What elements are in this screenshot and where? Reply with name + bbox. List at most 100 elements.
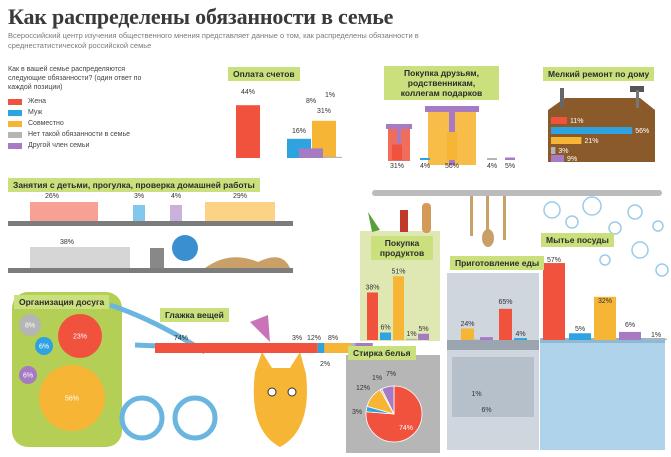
data-label: 1%	[325, 92, 335, 99]
label-repair: Мелкий ремонт по дому	[543, 67, 655, 81]
data-label: 29%	[233, 193, 247, 200]
bar	[447, 132, 457, 160]
bar	[569, 333, 591, 340]
data-label: 12%	[307, 335, 321, 342]
bar	[551, 155, 565, 162]
data-label: 5%	[505, 163, 515, 170]
data-label: 74%	[174, 335, 188, 342]
bar	[299, 148, 323, 158]
bar	[236, 105, 260, 158]
bar	[551, 137, 582, 144]
data-label: 31%	[390, 163, 404, 170]
cat-icon	[253, 352, 307, 447]
data-label: 8%	[25, 323, 35, 330]
data-label: 21%	[584, 138, 598, 145]
data-label: 56%	[445, 163, 459, 170]
label-bills: Оплата счетов	[228, 67, 300, 81]
bar-segment	[317, 343, 325, 353]
legend-label: Другой член семьи	[28, 142, 90, 149]
data-label: 1%	[651, 332, 661, 339]
legend-question: Как в вашей семье распределяются следующ…	[8, 66, 142, 91]
legend-item-husband: Муж	[8, 107, 158, 118]
bar	[619, 331, 641, 340]
legend-item-wife: Жена	[8, 96, 158, 107]
data-label: 1%	[372, 375, 382, 382]
data-label: 16%	[292, 128, 306, 135]
bar	[480, 337, 493, 340]
bar	[461, 328, 474, 340]
bar	[367, 292, 378, 340]
data-label: 56%	[635, 128, 649, 135]
page-title: Как распределены обязанности в семье	[8, 4, 394, 29]
data-label: 74%	[399, 425, 413, 432]
bar	[393, 276, 404, 340]
legend-label: Совместно	[28, 120, 64, 127]
bubble-mark	[39, 365, 105, 431]
bar	[470, 339, 483, 341]
data-label: 2%	[320, 361, 330, 368]
data-label: 32%	[598, 298, 612, 305]
data-label: 6%	[380, 325, 390, 332]
bar	[543, 263, 565, 340]
data-label: 8%	[328, 335, 338, 342]
data-label: 3%	[352, 409, 362, 416]
data-label: 12%	[356, 385, 370, 392]
bubble-mark	[35, 337, 53, 355]
legend-label: Муж	[28, 109, 43, 116]
legend-item-none: Нет такой обязанности в семье	[8, 129, 158, 140]
pie-slice	[381, 385, 395, 415]
legend-label: Жена	[28, 98, 47, 105]
bar	[514, 338, 527, 340]
bar	[406, 338, 417, 340]
cupboard-icon	[540, 340, 665, 450]
rail	[372, 190, 662, 196]
bubbles-icon	[543, 196, 669, 277]
data-label: 5%	[418, 326, 428, 333]
data-label: 38%	[60, 239, 74, 246]
data-label: 7%	[386, 371, 396, 378]
data-label: 6%	[625, 322, 635, 329]
legend-item-other: Другой член семьи	[8, 140, 158, 151]
data-label: 1%	[471, 391, 481, 398]
data-label: 1%	[406, 331, 416, 338]
data-label: 6%	[481, 407, 491, 414]
data-label: 6%	[23, 373, 33, 380]
data-label: 8%	[306, 98, 316, 105]
bar-segment	[155, 343, 318, 353]
data-label: 4%	[171, 193, 181, 200]
label-gifts: Покупка друзьям, родственникам, коллегам…	[384, 66, 499, 100]
data-label: 23%	[73, 334, 87, 341]
books-icon	[30, 202, 290, 268]
data-label: 3%	[558, 148, 568, 155]
stroller-icon	[109, 302, 256, 441]
data-label: 24%	[460, 321, 474, 328]
bar	[551, 117, 567, 124]
bar	[594, 296, 616, 340]
data-label: 4%	[487, 163, 497, 170]
data-label: 5%	[575, 326, 585, 333]
bar	[551, 147, 556, 154]
bubble-mark	[58, 314, 102, 358]
data-label: 38%	[365, 285, 379, 292]
data-label: 56%	[65, 396, 79, 403]
data-label: 4%	[420, 163, 430, 170]
data-label: 6%	[39, 344, 49, 351]
label-dishes: Мытье посуды	[541, 233, 614, 247]
bar-segment	[324, 343, 351, 353]
shelf	[8, 221, 293, 226]
bar	[318, 156, 342, 158]
label-cooking: Приготовление еды	[450, 256, 545, 270]
legend-item-together: Совместно	[8, 118, 158, 129]
label-groceries: Покупка продуктов	[371, 236, 433, 260]
legend: Как в вашей семье распределяются следующ…	[8, 65, 158, 151]
legend-label: Нет такой обязанности в семье	[28, 131, 131, 138]
bar	[499, 308, 512, 340]
bar	[505, 157, 515, 160]
data-label: 57%	[547, 257, 561, 264]
data-label: 4%	[515, 331, 525, 338]
data-label: 3%	[292, 335, 302, 342]
label-ironing: Глажка вещей	[160, 308, 229, 322]
data-label: 51%	[391, 268, 405, 275]
data-label: 44%	[241, 89, 255, 96]
